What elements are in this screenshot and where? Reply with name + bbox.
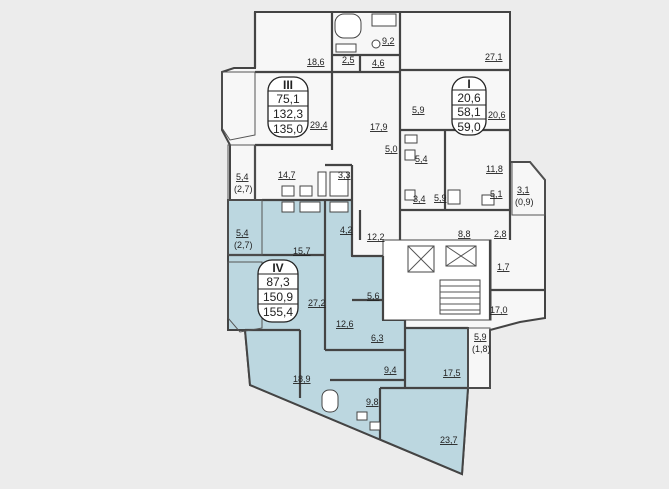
room-area-label: 3,4 — [413, 194, 426, 204]
room-area-label: (1,8) — [472, 344, 491, 354]
room-area-label: 17,5 — [443, 368, 461, 378]
room-labels: 18,6 2,5 4,6 9,2 27,1 29,4 17,9 5,0 5,9 … — [234, 36, 534, 445]
apartment-i-badge[interactable]: I 20,6 58,1 59,0 — [451, 76, 487, 136]
room-area-label: 17,0 — [490, 305, 508, 315]
room-area-label: 4,6 — [372, 58, 385, 68]
room-area-label: 1,7 — [497, 262, 510, 272]
room-area-label: 5,9 — [412, 105, 425, 115]
apartment-i-number: I — [467, 77, 470, 91]
room-area-label: 5,4 — [236, 172, 249, 182]
room-area-label: 15,7 — [293, 246, 311, 256]
room-area-label: 5,4 — [415, 154, 428, 164]
apartment-iii-badge[interactable]: III 75,1 132,3 135,0 — [267, 76, 309, 138]
apartment-iii-number: III — [283, 78, 293, 92]
room-area-label: 17,9 — [370, 122, 388, 132]
room-area-label: (2,7) — [234, 184, 253, 194]
room-area-label: 27,2 — [308, 298, 326, 308]
room-area-label: 5,9 — [434, 193, 447, 203]
room-area-label: 8,8 — [458, 229, 471, 239]
plumbing-fixtures — [281, 13, 495, 431]
room-area-label: 9,4 — [384, 365, 397, 375]
room-area-label: 29,4 — [310, 120, 328, 130]
room-area-label: 5,0 — [385, 144, 398, 154]
apartment-iv-number: IV — [272, 261, 283, 275]
room-area-label: 9,8 — [366, 397, 379, 407]
room-area-label: 2,5 — [342, 55, 355, 65]
apartment-iii-total-area: 132,3 — [273, 107, 303, 121]
room-area-label: 3,3 — [338, 170, 351, 180]
interior-walls — [228, 12, 545, 440]
apartment-iv-living-area: 87,3 — [266, 275, 290, 289]
room-area-label: (0,9) — [515, 197, 534, 207]
room-area-label: 14,7 — [278, 170, 296, 180]
apartment-i-living-area: 20,6 — [457, 91, 481, 105]
room-area-label: 12,6 — [336, 319, 354, 329]
room-area-label: 27,1 — [485, 52, 503, 62]
apartment-i-gross-area: 59,0 — [457, 120, 481, 134]
apartment-iv-gross-area: 155,4 — [263, 305, 293, 319]
apartment-iii-living-area: 75,1 — [276, 92, 300, 106]
room-area-label: 9,2 — [382, 36, 395, 46]
room-area-label: 4,2 — [340, 225, 353, 235]
room-area-label: 6,3 — [371, 333, 384, 343]
room-area-label: 5,4 — [236, 228, 249, 238]
room-area-label: 5,6 — [367, 291, 380, 301]
room-area-label: 5,1 — [490, 189, 503, 199]
apartment-iv-badge[interactable]: IV 87,3 150,9 155,4 — [257, 259, 299, 323]
room-area-label: (2,7) — [234, 240, 253, 250]
room-area-label: 3,1 — [517, 185, 530, 195]
apartment-iv-total-area: 150,9 — [263, 290, 293, 304]
room-area-label: 18,9 — [293, 374, 311, 384]
room-area-label: 20,6 — [488, 110, 506, 120]
room-area-label: 12,2 — [367, 232, 385, 242]
elevator-shafts — [407, 245, 481, 315]
room-area-label: 23,7 — [440, 435, 458, 445]
apartment-iii-gross-area: 135,0 — [273, 122, 303, 136]
room-area-label: 11,8 — [486, 164, 503, 174]
apartment-i-total-area: 58,1 — [457, 105, 481, 119]
room-area-label: 2,8 — [494, 229, 507, 239]
balconies — [221, 71, 546, 389]
room-area-label: 5,9 — [474, 332, 487, 342]
room-area-label: 18,6 — [307, 57, 325, 67]
